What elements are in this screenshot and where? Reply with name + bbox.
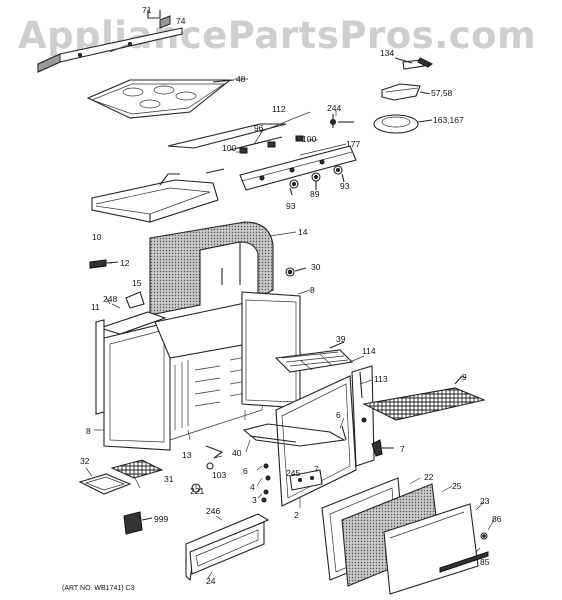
callout-24: 24: [206, 576, 216, 586]
callout-74: 74: [176, 16, 186, 26]
broil-element-part: [274, 341, 354, 373]
backsplash-part: [37, 10, 183, 73]
callout-9: 9: [462, 372, 467, 382]
callout-3: 3: [252, 495, 257, 505]
part-callouts: 71 74 48 134 57,58 163,167 112 244 96 10…: [80, 5, 502, 586]
callout-93-right: 93: [340, 181, 350, 191]
label-part: [123, 511, 153, 535]
callout-100-right: 100: [302, 134, 316, 144]
callout-22: 22: [424, 472, 434, 482]
callout-6-lower: 6: [243, 466, 248, 476]
front-frame-part: [275, 365, 375, 507]
broiler-pan-part: [78, 459, 164, 495]
callout-15: 15: [132, 278, 142, 288]
callout-112: 112: [272, 104, 286, 114]
callout-71: 71: [142, 5, 152, 15]
callout-32: 32: [80, 456, 90, 466]
callout-999: 999: [154, 514, 168, 524]
callout-23: 23: [480, 496, 490, 506]
burner-part: [381, 83, 431, 101]
callout-40: 40: [232, 448, 242, 458]
callout-31: 31: [164, 474, 174, 484]
callout-244: 244: [327, 103, 341, 113]
callout-248: 248: [103, 294, 117, 304]
control-panel-part: [167, 114, 357, 196]
callout-114: 114: [362, 346, 376, 356]
grommet-part: [285, 267, 307, 277]
callout-246: 246: [206, 506, 220, 516]
igniter-part: [394, 57, 433, 70]
callout-163-167: 163,167: [433, 115, 464, 125]
storage-drawer-part: [91, 173, 219, 223]
cooktop-part: [86, 79, 235, 119]
drawer-front-part: [185, 513, 270, 582]
callout-25: 25: [452, 481, 462, 491]
callout-57-58: 57,58: [431, 88, 453, 98]
bake-element-part: [242, 423, 347, 447]
callout-85: 85: [480, 557, 490, 567]
callout-7-right: 7: [400, 444, 405, 454]
callout-2: 2: [294, 510, 299, 520]
callout-93-left: 93: [286, 201, 296, 211]
callout-103: 103: [212, 470, 226, 480]
callout-13: 13: [182, 450, 192, 460]
oven-rack-part: [362, 375, 486, 421]
callout-10: 10: [92, 232, 102, 242]
callout-12: 12: [120, 258, 130, 268]
callout-245: 245: [286, 468, 300, 478]
callout-113: 113: [374, 374, 388, 384]
callout-134: 134: [380, 48, 394, 58]
callout-86: 86: [492, 514, 502, 524]
callout-100-left: 100: [222, 143, 236, 153]
door-hinge-parts: [191, 439, 394, 503]
callout-8-lower: 8: [86, 426, 91, 436]
small-bracket-part: [89, 259, 119, 269]
leader-lines: [85, 43, 495, 579]
callout-39: 39: [336, 334, 346, 344]
callout-4: 4: [250, 482, 255, 492]
callout-8-upper: 8: [310, 285, 315, 295]
callout-89: 89: [310, 189, 320, 199]
drip-pan-part: [373, 114, 433, 134]
art-number-caption: (ART NO. WB1741) C3: [62, 585, 135, 592]
callout-177: 177: [346, 139, 360, 149]
callout-48: 48: [236, 74, 246, 84]
callout-6-upper: 6: [336, 410, 341, 420]
callout-7-center: 7: [314, 464, 319, 474]
cabinet-wrapper-part: [149, 221, 274, 316]
callout-221: 221: [190, 486, 204, 496]
callout-11: 11: [91, 302, 100, 312]
callout-14: 14: [298, 227, 308, 237]
callout-30: 30: [311, 262, 321, 272]
oven-door-part: [321, 477, 489, 595]
callout-96: 96: [254, 123, 264, 133]
oven-cavity-part: [95, 291, 301, 451]
